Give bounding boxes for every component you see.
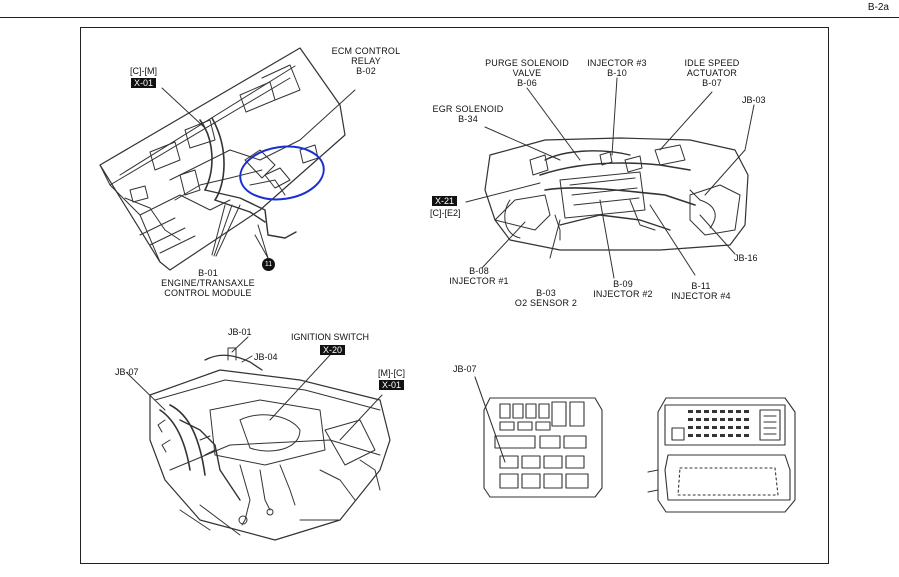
junction-box-jb07 (474, 376, 603, 498)
dashboard-illustration (126, 336, 391, 541)
injector-1-label: B-08 INJECTOR #1 (449, 266, 509, 286)
purge-solenoid-label: PURGE SOLENOID VALVE B-06 (485, 58, 569, 88)
egr-solenoid-label: EGR SOLENOID B-34 (432, 104, 504, 124)
ecm-label: B-01 ENGINE/TRANSAXLE CONTROL MODULE (161, 268, 255, 298)
jb07-junction-box-label: JB-07 (453, 364, 477, 374)
connector-cm-code: [C]-[M] (130, 66, 157, 76)
o2-sensor-2-label: B-03 O2 SENSOR 2 (514, 288, 578, 308)
page-label: B-2a (867, 2, 889, 13)
connector-mc-code: [M]-[C] (378, 368, 405, 378)
connector-x01-dash-tag: X-01 (379, 380, 405, 390)
ground-point-marker: 11 (262, 258, 275, 271)
jb01-label: JB-01 (228, 327, 252, 337)
diagram-frame (80, 27, 829, 564)
ecm-control-relay-label: ECM CONTROL RELAY B-02 (331, 46, 401, 76)
fuse-box (647, 397, 796, 513)
firewall-illustration (99, 47, 356, 271)
ecm-relay-highlight-circle (239, 145, 325, 201)
connector-x01-tag: X-01 (131, 78, 157, 88)
injector-3-label: INJECTOR #3 B-10 (587, 58, 647, 78)
ignition-switch-label: IGNITION SWITCH (291, 332, 369, 342)
connector-x20-tag: X-20 (320, 345, 346, 355)
injector-2-label: B-09 INJECTOR #2 (593, 279, 653, 299)
header-rule (0, 17, 899, 18)
jb07-dash-label: JB-07 (115, 367, 139, 377)
jb03-label: JB-03 (742, 95, 766, 105)
injector-4-label: B-11 INJECTOR #4 (671, 281, 731, 301)
connector-x21-tag: X-21 (432, 196, 458, 206)
engine-illustration (465, 77, 755, 279)
jb16-label: JB-16 (734, 253, 758, 263)
idle-speed-actuator-label: IDLE SPEED ACTUATOR B-07 (684, 58, 740, 88)
jb04-label: JB-04 (254, 352, 278, 362)
connector-x21-code: [C]-[E2] (430, 208, 461, 218)
